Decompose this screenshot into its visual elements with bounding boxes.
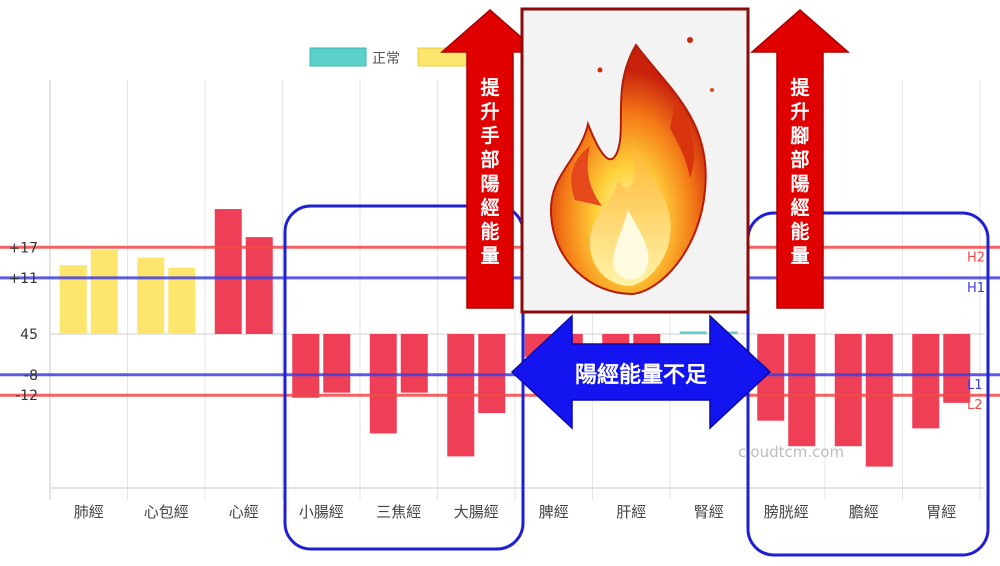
x-tick-label: 三焦經 <box>376 503 421 521</box>
leftArrowText-char: 經 <box>480 196 499 219</box>
y-tick-label: -12 <box>15 388 38 404</box>
leftArrowText-char: 量 <box>480 245 499 267</box>
reference-label-l1: L1 <box>967 378 983 393</box>
bar-11-series-1 <box>834 334 862 447</box>
axes <box>49 80 985 500</box>
x-tick-label: 膽經 <box>849 503 879 521</box>
bar-12-series-1 <box>912 334 940 429</box>
y-tick-labels: +17 +11 45 -8 -12 <box>8 240 38 404</box>
center-double-arrow <box>510 314 772 430</box>
fire-image <box>520 7 750 314</box>
bar-11-series-2 <box>865 334 893 467</box>
leftArrowText-char: 升 <box>480 101 499 123</box>
watermark: cloudtcm.com <box>738 443 844 461</box>
x-tick-label: 心包經 <box>144 503 189 521</box>
center-arrow-text: 陽經能量不足 <box>575 362 707 388</box>
bar-12-series-2 <box>943 334 971 403</box>
x-tick-label: 大腸經 <box>454 503 499 521</box>
bar-1-series-2 <box>90 249 118 334</box>
rightArrowText-char: 陽 <box>790 173 809 195</box>
reference-label-l2: L2 <box>967 398 983 413</box>
rightArrowText-char: 經 <box>790 196 809 219</box>
bar-5-series-2 <box>400 334 428 393</box>
bar-3-series-1 <box>214 209 242 334</box>
bar-4-series-2 <box>323 334 351 393</box>
x-tick-label: 肺經 <box>74 503 104 521</box>
y-tick-label: -8 <box>24 368 38 384</box>
rightArrowText-char: 提 <box>790 76 810 99</box>
rightArrowText-char: 腳 <box>790 125 809 147</box>
bar-3-series-2 <box>245 237 273 334</box>
y-tick-label: +17 <box>8 240 38 256</box>
reference-label-h2: H2 <box>967 250 985 265</box>
bar-5-series-1 <box>369 334 397 434</box>
right-arrow-text: 提升腳部陽經能量 <box>790 76 810 267</box>
bar-4-series-1 <box>292 334 320 398</box>
x-tick-label: 腎經 <box>694 503 724 521</box>
rightArrowText-char: 量 <box>790 245 809 267</box>
rightArrowText-char: 部 <box>790 148 809 171</box>
x-tick-label: 胃經 <box>926 503 956 521</box>
x-tick-label: 脾經 <box>539 503 569 521</box>
legend-label-normal: 正常 <box>372 51 400 67</box>
leftArrowText-char: 提 <box>480 76 500 99</box>
leftArrowText-char: 能 <box>480 220 499 243</box>
x-tick-label: 膀胱經 <box>764 503 809 521</box>
leftArrowText-char: 陽 <box>480 173 499 195</box>
bar-9-series-1 <box>679 331 707 334</box>
leftArrowText-char: 手 <box>480 124 499 147</box>
x-tick-label: 小腸經 <box>299 503 344 521</box>
rightArrowText-char: 能 <box>790 220 809 243</box>
x-tick-label: 心經 <box>229 503 259 521</box>
bar-2-series-1 <box>137 257 165 334</box>
bar-1-series-1 <box>59 265 87 334</box>
legend-swatch-normal <box>309 47 367 67</box>
x-tick-labels: 肺經 心包經 心經 小腸經 三焦經 大腸經 脾經 肝經 腎經 膀胱經 膽經 胃經 <box>74 503 957 521</box>
left-arrow-text: 提升手部陽經能量 <box>480 76 500 267</box>
rightArrowText-char: 升 <box>790 101 809 123</box>
right-up-arrow <box>750 9 850 309</box>
leftArrowText-char: 部 <box>480 148 499 171</box>
y-tick-label: 45 <box>20 327 38 343</box>
y-tick-label: +11 <box>8 271 38 287</box>
x-tick-label: 肝經 <box>616 503 646 521</box>
reference-label-h1: H1 <box>967 281 985 296</box>
bar-10-series-2 <box>788 334 816 447</box>
